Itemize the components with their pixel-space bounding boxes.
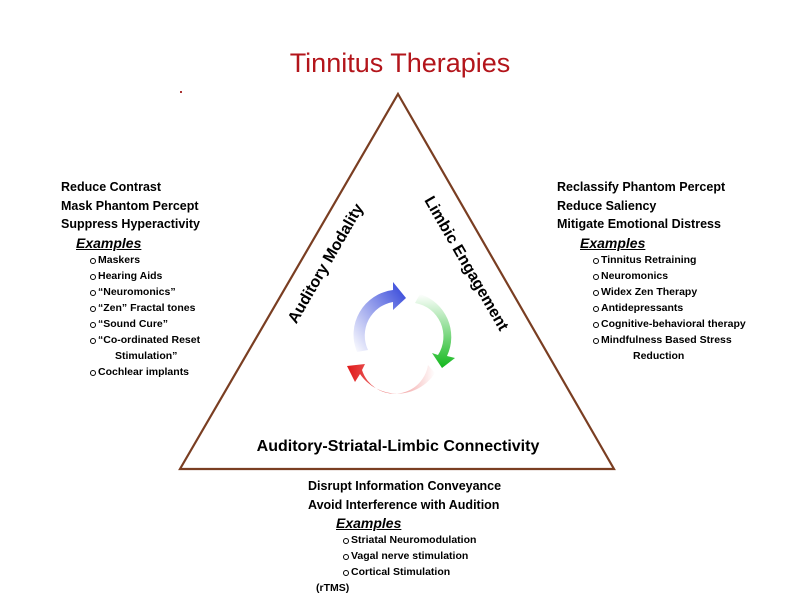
list-item-text: “Co-ordinated Reset — [98, 333, 201, 346]
list-item-continuation: (rTMS) — [316, 582, 350, 594]
cycle-arrows — [347, 282, 455, 394]
right-heading-2: Reduce Saliency — [557, 198, 657, 213]
list-item: “Zen” Fractal tones — [89, 300, 200, 316]
page-title: Tinnitus Therapies — [289, 48, 511, 78]
list-item: Widex Zen Therapy — [593, 284, 746, 300]
list-item: Maskers — [89, 252, 200, 268]
blue-arrow — [353, 282, 406, 352]
bottom-heading-2: Avoid Interference with Audition — [308, 497, 500, 512]
list-item: Hearing Aids — [89, 268, 200, 284]
base-label: Auditory-Striatal-Limbic Connectivity — [257, 438, 540, 455]
right-examples-list: Tinnitus Retraining Neuromonics Widex Ze… — [557, 252, 746, 364]
list-item: “Co-ordinated Reset Stimulation” — [89, 332, 201, 364]
triangle-outline — [178, 91, 616, 471]
stray-dot — [180, 91, 182, 93]
right-heading-1: Reclassify Phantom Percept — [557, 180, 726, 194]
bottom-examples-list: Striatal Neuromodulation Vagal nerve sti… — [308, 532, 501, 596]
left-heading-1: Reduce Contrast — [61, 180, 162, 194]
list-item: Mindfulness Based Stress Reduction — [593, 332, 746, 364]
list-item: Antidepressants — [593, 300, 746, 316]
list-item: Striatal Neuromodulation — [342, 532, 501, 548]
list-item: “Sound Cure” — [89, 316, 200, 332]
list-item: Tinnitus Retraining — [593, 252, 746, 268]
list-item-continuation: Stimulation” — [115, 349, 178, 362]
list-item-continuation: Reduction — [633, 349, 685, 362]
list-item: Neuromonics — [593, 268, 746, 284]
left-examples-label: Examples — [76, 234, 142, 251]
list-item: “Neuromonics” — [89, 284, 200, 300]
bottom-heading-1: Disrupt Information Conveyance — [308, 479, 502, 493]
bottom-block: Disrupt Information Conveyance Avoid Int… — [308, 477, 501, 596]
list-item: Cortical Stimulation — [342, 564, 501, 580]
left-heading-3: Suppress Hyperactivity — [61, 217, 200, 231]
list-item: Cochlear implants — [89, 364, 200, 380]
bottom-examples-label: Examples — [336, 515, 402, 531]
left-heading-2: Mask Phantom Percept — [61, 198, 199, 213]
list-item: Vagal nerve stimulation — [342, 548, 501, 564]
left-examples-list: Maskers Hearing Aids “Neuromonics” “Zen”… — [61, 252, 200, 380]
right-block: Reclassify Phantom Percept Reduce Salien… — [557, 178, 746, 364]
green-arrow — [415, 294, 455, 368]
list-item: Cognitive-behavioral therapy — [593, 317, 746, 330]
list-item-text: Mindfulness Based Stress — [601, 333, 732, 346]
left-block: Reduce Contrast Mask Phantom Percept Sup… — [61, 178, 200, 380]
red-arrow — [347, 364, 435, 394]
right-heading-3: Mitigate Emotional Distress — [557, 217, 721, 231]
right-examples-label: Examples — [580, 234, 646, 251]
right-side-label: Limbic Engagement — [421, 194, 512, 335]
